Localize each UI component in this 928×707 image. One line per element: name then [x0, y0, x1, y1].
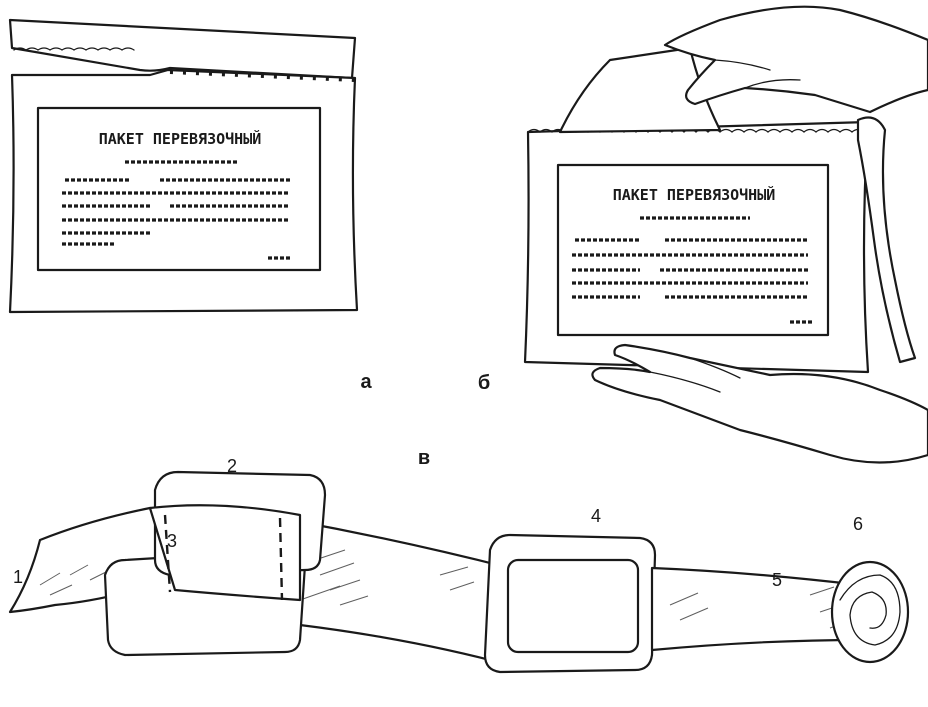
label-frame-b: [556, 163, 830, 337]
part-number-6: 6: [853, 514, 863, 534]
torn-strip: [8, 18, 357, 80]
package-title-a: ПАКЕТ ПЕРЕВЯЗОЧНЫЙ: [99, 129, 262, 148]
bandage-through-pad: [148, 504, 302, 602]
tear-line: [169, 70, 356, 82]
bandage-roll: [830, 560, 910, 664]
package-a: [8, 68, 359, 314]
package-b: [523, 120, 870, 374]
part-number-4: 4: [591, 506, 601, 526]
torn-ribbon: [856, 116, 917, 364]
pad-fixed: [483, 533, 657, 674]
label-frame-a: [36, 106, 322, 272]
part-number-3: 3: [167, 531, 177, 551]
panel-letter-b: б: [478, 372, 490, 394]
panel-c: в 1 2 3 4 5 6: [8, 447, 910, 674]
part-number-5: 5: [772, 570, 782, 590]
panel-letter-a: а: [360, 371, 372, 393]
part-number-1: 1: [13, 567, 23, 587]
panel-letter-c: в: [418, 447, 430, 469]
dashed-stitch-right: [278, 517, 284, 601]
package-title-b: ПАКЕТ ПЕРЕВЯЗОЧНЫЙ: [613, 185, 776, 204]
lower-hand: [591, 343, 928, 464]
dashed-stitch-left: [163, 514, 172, 593]
torn-edge: [13, 47, 135, 51]
panel-a: ПАКЕТ ПЕРЕВЯЗОЧНЫЙ а: [8, 18, 372, 393]
part-number-2: 2: [227, 456, 237, 476]
upper-hand: [663, 5, 928, 114]
panel-b: ПАКЕТ ПЕРЕВЯЗОЧНЫЙ б: [478, 5, 928, 464]
